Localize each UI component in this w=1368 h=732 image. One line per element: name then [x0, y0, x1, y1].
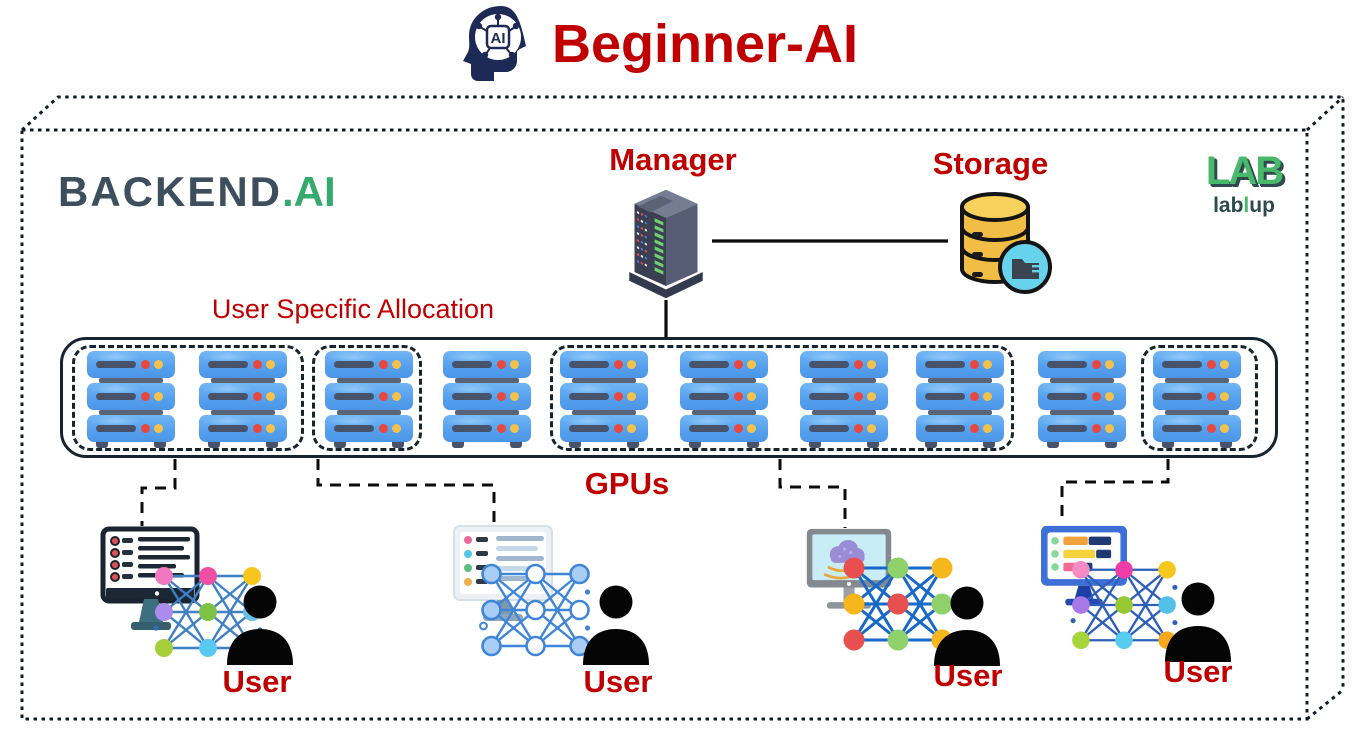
gpu-server-stack [87, 351, 175, 448]
lablup-word-mid: l [1243, 194, 1250, 217]
lablup-wordmark: lablup [1186, 194, 1302, 218]
user-label-4: User [1163, 654, 1233, 689]
storage-label: Storage [932, 146, 1049, 181]
list-monitor-icon [453, 525, 553, 621]
backend-logo-dot: . [282, 168, 294, 215]
gpu-server-stack [916, 351, 1004, 448]
gpu-server-stack [1038, 351, 1126, 448]
lablup-mark: LAB [1205, 149, 1284, 193]
user-silhouette-icon [227, 585, 293, 665]
gpu-server-stack [199, 351, 287, 448]
gpu-server-stack [1153, 351, 1241, 448]
svg-text:AI: AI [491, 30, 506, 47]
neural-network-icon [479, 563, 591, 657]
backend-logo-dark: BACKEND [58, 168, 282, 215]
lablup-word-post: up [1249, 194, 1275, 217]
folder-icon [1012, 259, 1039, 279]
gpu-server-stack [325, 351, 413, 448]
user-label-3: User [933, 658, 1003, 693]
neural-network-icon [1070, 560, 1178, 650]
gpu-server-stack [560, 351, 648, 448]
backend-logo-ai: AI [293, 168, 336, 215]
neural-network-icon [843, 557, 953, 651]
outer-3d-dotted-box [20, 95, 1345, 721]
user-silhouette-icon [934, 586, 1000, 666]
user-label-1: User [222, 664, 292, 699]
backend-ai-logo: BACKEND.AI [58, 168, 336, 216]
connector-group1-user1 [140, 459, 177, 526]
dashboard-monitor-icon [1041, 525, 1127, 606]
user-silhouette-icon [583, 585, 649, 665]
lablup-word-pre: lab [1213, 194, 1244, 217]
connector-group4-user4 [1060, 459, 1170, 522]
gpus-label: GPUs [584, 466, 670, 501]
allocation-label: User Specific Allocation [211, 294, 495, 324]
lablup-logo: LAB lablup [1186, 148, 1302, 218]
connector-group3-user3 [778, 459, 847, 528]
gpu-allocation-group-4 [1141, 345, 1258, 451]
manager-label: Manager [609, 142, 737, 177]
database-storage-icon [960, 192, 1052, 294]
gpu-server-stack [800, 351, 888, 448]
gpu-allocation-group-2 [312, 345, 422, 451]
server-tower-icon [629, 189, 703, 299]
gpu-server-stack [443, 351, 531, 448]
ai-head-icon: AI [463, 6, 526, 81]
gpu-server-stack [680, 351, 768, 448]
page-title: Beginner-AI [552, 14, 859, 74]
gpu-allocation-group-1 [72, 345, 304, 451]
user-label-2: User [583, 664, 653, 699]
connector-group2-user2 [316, 459, 496, 524]
gpu-cluster-box [60, 337, 1278, 458]
user-silhouette-icon [1165, 582, 1231, 662]
gpu-allocation-group-3 [550, 345, 1014, 451]
